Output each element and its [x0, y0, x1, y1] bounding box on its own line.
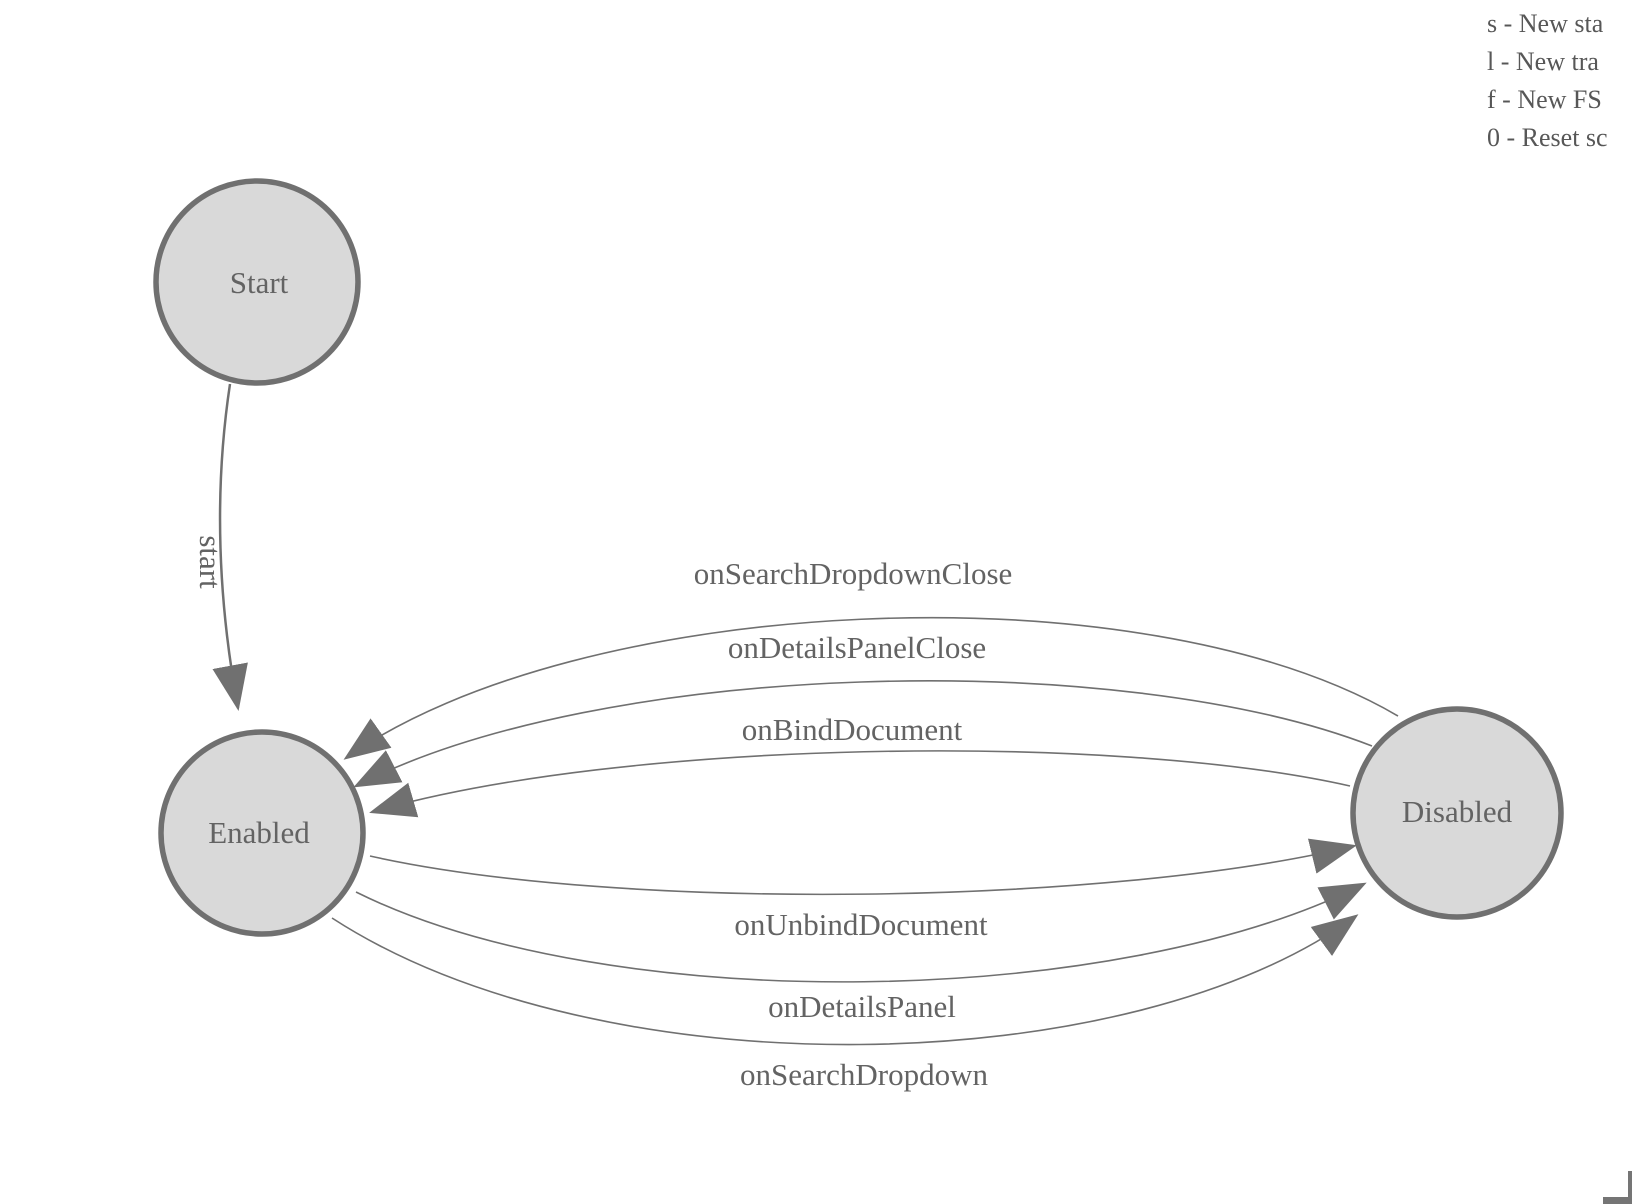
edge-label-onDetailsPanel: onDetailsPanel [768, 989, 956, 1024]
legend-line-new-state: s - New sta [1487, 9, 1604, 38]
canvas-border-vertical [1628, 1171, 1632, 1204]
state-circle-disabled[interactable] [1350, 706, 1564, 920]
edge-line[interactable] [331, 914, 1359, 1046]
edge-label-onSearchDropdown: onSearchDropdown [740, 1057, 988, 1092]
edge-label-onBindDocument: onBindDocument [742, 712, 963, 747]
state-label-enabled: Enabled [208, 815, 310, 850]
edge-disabled-to-enabled-onSearchDropdownClose[interactable]: onSearchDropdownClose [343, 556, 1399, 760]
state-label-start: Start [230, 265, 289, 300]
state-circle-enabled[interactable] [158, 729, 366, 937]
edge-start-to-enabled[interactable]: start [193, 383, 248, 711]
canvas-border-corner [1603, 1171, 1632, 1204]
state-circle-start[interactable] [153, 178, 361, 386]
canvas-border-horizontal [1603, 1197, 1632, 1204]
legend-line-reset: 0 - Reset sc [1487, 123, 1608, 152]
state-label-disabled: Disabled [1402, 794, 1513, 829]
state-node-start[interactable]: Start [153, 178, 361, 386]
shortcut-legend: s - New sta l - New tra f - New FS 0 - R… [1487, 5, 1608, 157]
edge-label-onDetailsPanelClose: onDetailsPanelClose [728, 630, 986, 665]
edge-disabled-to-enabled-onDetailsPanelClose[interactable]: onDetailsPanelClose [353, 630, 1373, 788]
edge-line[interactable] [369, 750, 1351, 818]
edge-line[interactable] [369, 838, 1357, 896]
legend-line-new-fsm: f - New FS [1487, 85, 1602, 114]
edge-line[interactable] [343, 616, 1399, 760]
edge-disabled-to-enabled-onBindDocument[interactable]: onBindDocument [369, 712, 1351, 818]
edge-enabled-to-disabled-onSearchDropdown[interactable]: onSearchDropdown [331, 914, 1359, 1092]
edge-label-onUnbindDocument: onUnbindDocument [734, 907, 988, 942]
edge-label-start: start [193, 535, 228, 589]
edge-enabled-to-disabled-onDetailsPanel[interactable]: onDetailsPanel [355, 882, 1367, 1024]
state-node-enabled[interactable]: Enabled [158, 729, 366, 937]
state-node-disabled[interactable]: Disabled [1350, 706, 1564, 920]
edge-line[interactable] [355, 882, 1367, 983]
edge-label-onSearchDropdownClose: onSearchDropdownClose [694, 556, 1013, 591]
edge-line[interactable] [353, 680, 1373, 788]
legend-line-new-transition: l - New tra [1487, 47, 1599, 76]
edge-line[interactable] [212, 383, 248, 711]
edge-enabled-to-disabled-onUnbindDocument[interactable]: onUnbindDocument [369, 838, 1357, 942]
